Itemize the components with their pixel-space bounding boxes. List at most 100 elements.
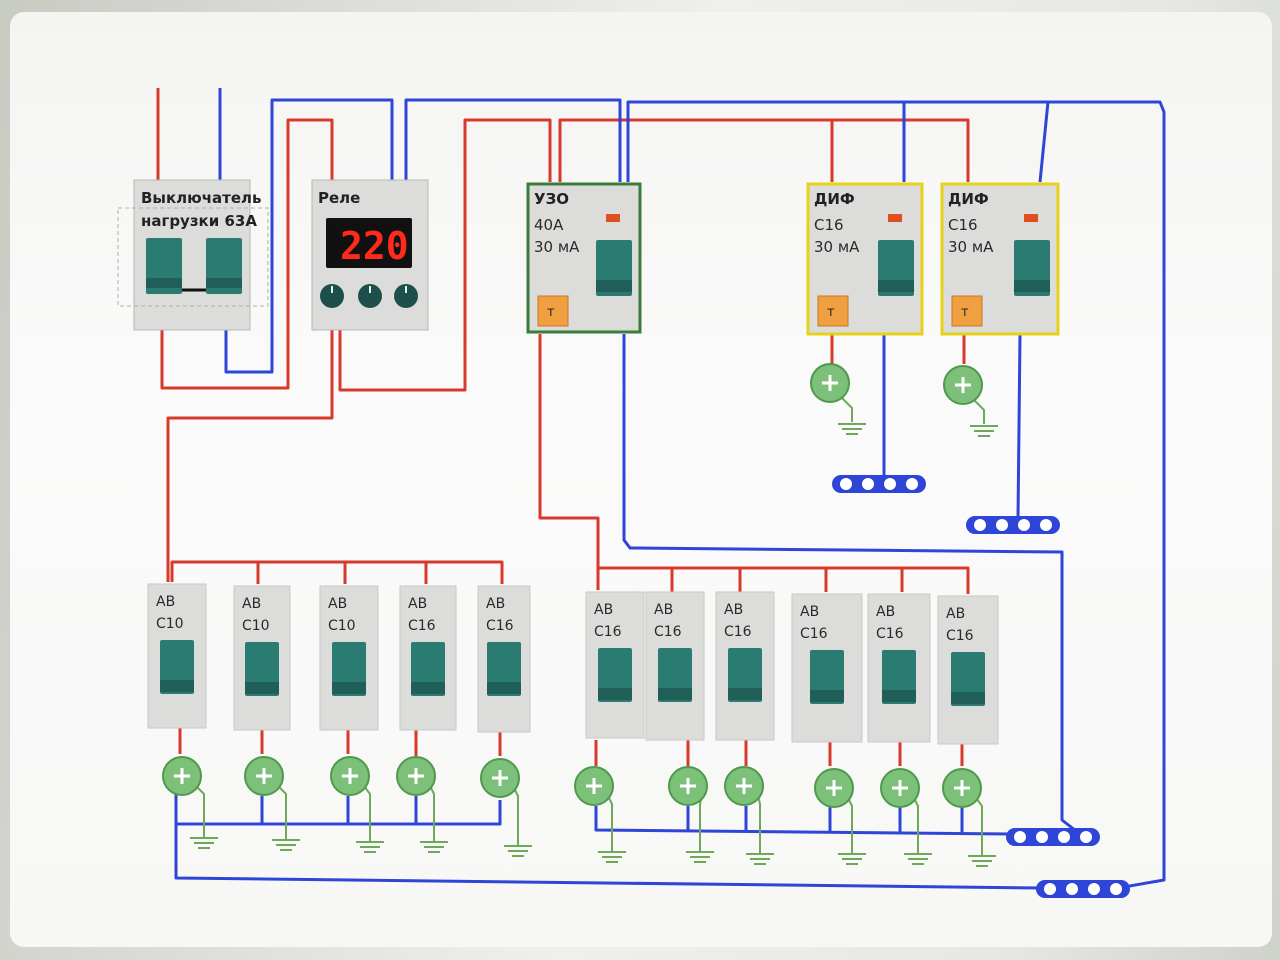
bus-terminal <box>1018 519 1030 531</box>
ground-wire <box>363 785 371 842</box>
breaker-title: АВ <box>408 596 427 612</box>
neutral-wire-main-loop <box>626 100 1166 890</box>
breaker-rating: С10 <box>328 618 356 634</box>
test-button[interactable] <box>817 295 849 327</box>
breaker-title: АВ <box>156 594 175 610</box>
socket-icon <box>480 758 520 798</box>
breaker-title: АВ <box>800 604 819 620</box>
bus-body <box>1036 880 1130 898</box>
socket-icon <box>880 768 920 808</box>
lever-base <box>1014 280 1050 292</box>
breaker-rating: С16 <box>486 618 514 634</box>
test-button-label: т <box>827 305 835 320</box>
breaker-rating: С16 <box>946 628 974 644</box>
ground-wire <box>847 797 853 854</box>
relay-knob[interactable] <box>320 284 344 308</box>
socket-icon <box>943 365 983 405</box>
breaker-rating: С16 <box>594 624 622 640</box>
breaker-rating: С16 <box>876 626 904 642</box>
voltage-relay[interactable]: Реле 220 <box>311 179 429 331</box>
lever-base <box>658 688 692 700</box>
neutral-wire-dif2-in <box>1038 101 1050 183</box>
relay-display <box>326 218 412 268</box>
ground-symbol <box>970 425 998 437</box>
bus-terminal <box>1058 831 1070 843</box>
circuit-breaker-4[interactable]: АВ С16 <box>399 585 457 731</box>
neutral-bus-dif1 <box>832 475 926 493</box>
circuit-breaker-3[interactable]: АВ С10 <box>319 585 379 731</box>
bus-terminal <box>862 478 874 490</box>
neutral-bus-main <box>1036 880 1130 898</box>
device-title: ДИФ <box>814 190 855 208</box>
dif-breaker-1[interactable]: ДИФ С16 30 мА т <box>806 182 924 336</box>
ground-symbol <box>746 853 774 865</box>
test-button[interactable] <box>951 295 983 327</box>
circuit-breaker-11[interactable]: АВ С16 <box>937 595 999 745</box>
breaker-title: АВ <box>328 596 347 612</box>
device-rating: С16 <box>948 216 978 234</box>
neutral-wire-group1-return <box>174 824 1041 890</box>
bus-terminal <box>1080 831 1092 843</box>
device-rating: 40А <box>534 216 564 234</box>
device-sensitivity: 30 мА <box>814 238 860 256</box>
neutral-bus-group1 <box>174 780 502 826</box>
breaker-rating: С16 <box>724 624 752 640</box>
ground-wire <box>429 785 435 842</box>
switch-label-line2: нагрузки 63А <box>141 212 257 230</box>
bus-terminal <box>1110 883 1122 895</box>
socket-icon <box>724 766 764 806</box>
breaker-title: АВ <box>946 606 965 622</box>
trip-indicator <box>606 214 620 222</box>
ground-symbol <box>838 423 866 435</box>
ground-wire <box>607 795 613 852</box>
ground-wire <box>975 797 983 856</box>
lever-base <box>245 682 279 694</box>
socket-icon <box>574 766 614 806</box>
bus-terminal <box>1040 519 1052 531</box>
neutral-bus-dif2 <box>966 516 1060 534</box>
ground-symbol <box>686 851 714 863</box>
bus-terminal <box>906 478 918 490</box>
lever-base <box>206 278 242 288</box>
socket-icon <box>668 766 708 806</box>
ground-wire <box>839 395 853 422</box>
breaker-title: АВ <box>242 596 261 612</box>
relay-knob[interactable] <box>358 284 382 308</box>
bus-terminal <box>1066 883 1078 895</box>
socket-icon <box>396 756 436 796</box>
bus-body <box>1006 828 1100 846</box>
relay-knob[interactable] <box>394 284 418 308</box>
breaker-title: АВ <box>654 602 673 618</box>
bus-body <box>832 475 926 493</box>
test-button[interactable] <box>537 295 569 327</box>
ground-symbol <box>598 851 626 863</box>
bus-terminal <box>1036 831 1048 843</box>
lever-base <box>596 280 632 292</box>
ground-wire <box>757 795 761 854</box>
neutral-wire-dif2-out <box>1016 333 1022 519</box>
phase-wire-relay-to-rcd <box>338 118 552 392</box>
breaker-rating: С16 <box>408 618 436 634</box>
relay-title: Реле <box>318 189 360 207</box>
neutral-wires <box>174 88 1166 890</box>
relay-display-value: 220 <box>340 224 409 268</box>
lever-base <box>951 692 985 704</box>
device-title: УЗО <box>534 190 569 208</box>
device-rating: С16 <box>814 216 844 234</box>
bus-terminal <box>974 519 986 531</box>
bus-terminal <box>1088 883 1100 895</box>
phase-wire-rcd-to-group2 <box>538 334 600 590</box>
lever-base <box>160 680 194 692</box>
